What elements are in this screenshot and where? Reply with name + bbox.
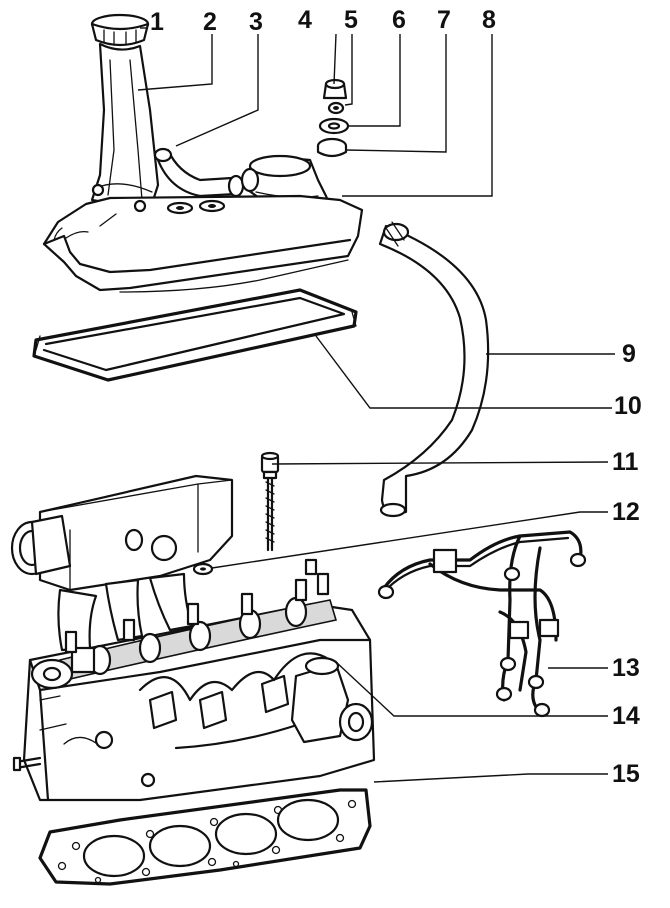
callout-1: 1 <box>150 8 164 36</box>
rubber-seal <box>316 137 348 158</box>
side-injectors <box>148 674 290 730</box>
callout-14: 14 <box>612 702 640 730</box>
callout-3: 3 <box>249 8 263 36</box>
callout-7: 7 <box>437 6 451 34</box>
thermostat-housing <box>290 656 374 744</box>
washer <box>318 117 350 135</box>
oil-filler-neck <box>90 42 160 212</box>
callout-9: 9 <box>622 340 636 368</box>
cylinder-head-bolt <box>260 451 280 552</box>
callout-2: 2 <box>203 8 217 36</box>
cylinder-head-cover <box>42 183 364 293</box>
valve-cover-gasket <box>32 288 358 382</box>
vent-hose <box>378 221 490 518</box>
injector-pipes <box>377 530 587 718</box>
leader-lines <box>137 27 615 783</box>
callout-8: 8 <box>482 6 496 34</box>
sealing-ring <box>327 101 345 115</box>
callout-4: 4 <box>298 6 312 34</box>
callout-10: 10 <box>614 392 642 420</box>
oil-filler-cap <box>90 13 150 47</box>
cylinder-head-assembly <box>10 474 376 802</box>
callout-11: 11 <box>612 448 639 476</box>
callout-12: 12 <box>612 498 640 526</box>
callout-5: 5 <box>344 6 358 34</box>
head-bolt-washer <box>192 562 214 576</box>
cylinder-head-gasket <box>38 788 372 886</box>
callout-13: 13 <box>612 654 640 682</box>
callout-labels: 1 2 3 4 5 6 7 8 9 10 11 12 13 14 15 <box>150 6 642 788</box>
injectors-top <box>64 558 330 654</box>
breather-hose <box>153 147 245 198</box>
callout-6: 6 <box>392 6 406 34</box>
cap-nut <box>322 78 348 100</box>
callout-15: 15 <box>612 760 640 788</box>
